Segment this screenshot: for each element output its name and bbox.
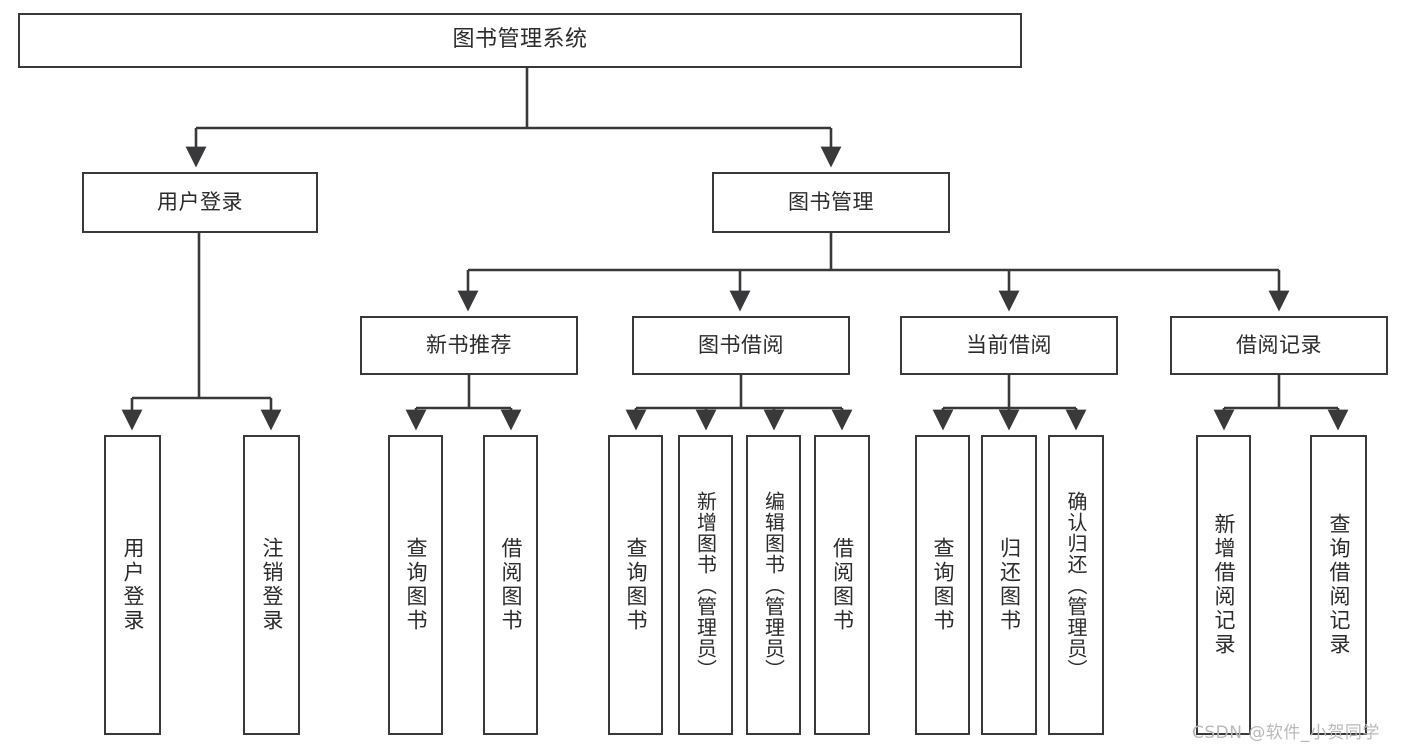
node-leaf-3[interactable]: 借阅图书 [483,435,538,735]
node-l3-2[interactable]: 当前借阅 [900,316,1118,375]
node-root-label: 图书管理系统 [452,27,588,53]
node-l3-1-label: 图书借阅 [698,332,784,357]
node-leaf-5[interactable]: 新增图书（管理员） [678,435,733,735]
node-l3-0-label: 新书推荐 [426,332,512,357]
node-leaf-10-label: 确认归还（管理员） [1064,490,1088,680]
node-leaf-12-label: 查询借阅记录 [1327,513,1351,657]
node-leaf-4-label: 查询图书 [624,537,648,633]
node-leaf-5-label: 新增图书（管理员） [693,490,718,680]
node-l3-3[interactable]: 借阅记录 [1170,316,1388,375]
node-l2-1[interactable]: 图书管理 [712,172,950,233]
node-leaf-6[interactable]: 编辑图书（管理员） [746,435,801,735]
node-l2-1-label: 图书管理 [788,189,874,214]
node-leaf-0-label: 用户登录 [121,537,145,633]
node-leaf-7[interactable]: 借阅图书 [814,435,870,735]
node-leaf-10[interactable]: 确认归还（管理员） [1048,435,1104,735]
node-l3-2-label: 当前借阅 [966,332,1052,357]
node-l3-3-label: 借阅记录 [1236,332,1322,357]
csdn-watermark: CSDN @软件_小贺同学 [1192,723,1380,743]
node-leaf-11-label: 新增借阅记录 [1212,513,1236,657]
node-leaf-8-label: 查询图书 [931,537,955,633]
node-leaf-1[interactable]: 注销登录 [243,435,300,735]
node-leaf-6-label: 编辑图书（管理员） [761,490,786,680]
node-leaf-11[interactable]: 新增借阅记录 [1196,435,1251,735]
node-leaf-2-label: 查询图书 [404,537,428,633]
node-l2-0-label: 用户登录 [157,189,243,214]
node-leaf-2[interactable]: 查询图书 [388,435,443,735]
node-l3-0[interactable]: 新书推荐 [360,316,578,375]
node-leaf-0[interactable]: 用户登录 [104,435,161,735]
node-leaf-9[interactable]: 归还图书 [981,435,1037,735]
node-l3-1[interactable]: 图书借阅 [632,316,850,375]
node-leaf-7-label: 借阅图书 [830,537,855,633]
node-leaf-4[interactable]: 查询图书 [608,435,663,735]
node-leaf-3-label: 借阅图书 [499,537,523,633]
node-l2-0[interactable]: 用户登录 [82,172,318,233]
node-leaf-9-label: 归还图书 [997,537,1022,633]
node-leaf-8[interactable]: 查询图书 [915,435,970,735]
node-root[interactable]: 图书管理系统 [18,13,1022,68]
node-leaf-12[interactable]: 查询借阅记录 [1310,435,1367,735]
node-leaf-1-label: 注销登录 [260,537,284,633]
